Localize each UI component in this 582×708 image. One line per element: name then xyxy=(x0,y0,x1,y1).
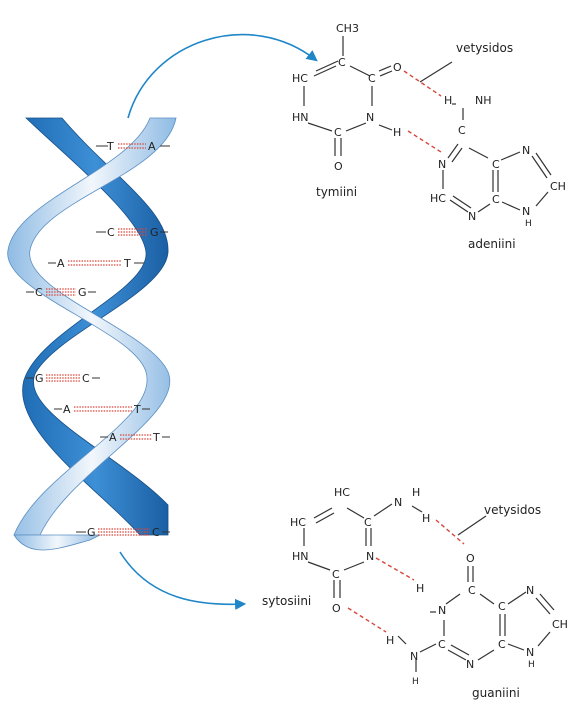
arrow-to-top-pair xyxy=(127,33,318,119)
atom-h: H xyxy=(416,582,424,595)
atom-c: C xyxy=(334,126,342,139)
atom-c: C xyxy=(438,638,446,651)
atom-n: N xyxy=(468,210,476,223)
thymine-adenine-pair: CH3 C HC C O HN N C O H H NH C N C N CH … xyxy=(292,22,566,251)
base-label-t: T xyxy=(133,403,141,416)
base-label-t: T xyxy=(106,140,114,153)
atom-c: C xyxy=(468,584,476,597)
cytosine-guanine-pair: HC N H HC C H HN N C O O H C N C N CH H … xyxy=(262,486,568,700)
atom-h: H xyxy=(412,677,419,687)
label-guanine: guaniini xyxy=(472,686,520,700)
atom-n: N xyxy=(410,650,418,663)
atom-n: N xyxy=(438,158,446,171)
rung-6: A T xyxy=(54,403,150,416)
atom-n: N xyxy=(526,584,534,597)
dna-helix xyxy=(7,117,177,551)
label-hydrogen-bond-bottom: vetysidos xyxy=(484,503,541,517)
atom-c: C xyxy=(368,72,376,85)
base-label-a: A xyxy=(109,431,117,444)
rung-4: C G xyxy=(26,286,96,299)
base-label-a: A xyxy=(63,403,71,416)
atom-n: N xyxy=(526,646,534,659)
atom-n: N xyxy=(522,144,530,157)
atom-o: O xyxy=(332,602,341,615)
atom-c: C xyxy=(338,56,346,69)
atom-hc: HC xyxy=(292,72,308,85)
atom-hc: HC xyxy=(334,486,350,499)
atom-c: C xyxy=(332,568,340,581)
atom-hc: HC xyxy=(290,516,306,529)
atom-h: H xyxy=(412,486,420,499)
atom-h: H xyxy=(528,660,535,670)
rung-7: A T xyxy=(100,431,170,444)
atom-c: C xyxy=(492,158,500,171)
base-label-g: G xyxy=(150,226,159,239)
base-label-c: C xyxy=(152,526,160,539)
base-pair-rungs: T A C G A T C G xyxy=(26,140,170,539)
atom-h: H xyxy=(386,634,394,647)
label-thymine: tymiini xyxy=(316,185,357,199)
atom-ch: CH xyxy=(550,180,566,193)
atom-o: O xyxy=(334,160,343,173)
base-label-c: C xyxy=(82,372,90,385)
label-hydrogen-bond-top: vetysidos xyxy=(456,41,513,55)
atom-n: N xyxy=(366,111,374,124)
atom-c: C xyxy=(498,600,506,613)
atom-o: O xyxy=(393,61,402,74)
atom-c: C xyxy=(492,193,500,206)
atom-n: N xyxy=(522,205,530,218)
atom-n: NH xyxy=(475,94,492,107)
atom-hn: HN xyxy=(292,111,309,124)
atom-n: N xyxy=(438,604,446,617)
base-label-c: C xyxy=(35,286,43,299)
base-label-g: G xyxy=(87,526,96,539)
label-cytosine: sytosiini xyxy=(262,594,311,608)
rung-5: G C xyxy=(26,372,100,385)
atom-c: C xyxy=(458,124,466,137)
label-adenine: adeniini xyxy=(468,237,516,251)
helix-strand-front xyxy=(7,117,177,536)
atom-ch: CH xyxy=(552,618,568,631)
arrow-to-bottom-pair xyxy=(119,551,247,610)
base-label-t: T xyxy=(152,431,160,444)
atom-c: C xyxy=(498,638,506,651)
atom-n: N xyxy=(394,496,402,509)
atom-hn: HN xyxy=(292,550,309,563)
helix-strand-back xyxy=(22,117,169,536)
base-label-g: G xyxy=(78,286,87,299)
base-label-c: C xyxy=(107,226,115,239)
methyl-group: CH3 xyxy=(336,22,359,35)
atom-h: H xyxy=(422,512,430,525)
rung-3: A T xyxy=(48,257,144,270)
rung-2: C G xyxy=(96,226,168,239)
atom-h: H xyxy=(525,219,532,229)
base-label-a: A xyxy=(57,257,65,270)
atom-h: H xyxy=(393,126,401,139)
rung-1: T A xyxy=(96,140,170,153)
base-label-t: T xyxy=(123,257,131,270)
atom-o: O xyxy=(466,552,475,565)
rung-8: G C xyxy=(76,526,170,539)
atom-n: N xyxy=(466,658,474,671)
atom-h: H xyxy=(444,94,452,107)
helix-tail xyxy=(13,534,101,551)
atom-n: N xyxy=(366,550,374,563)
atom-hc: HC xyxy=(430,192,446,205)
base-label-g: G xyxy=(35,372,44,385)
base-label-a: A xyxy=(148,140,156,153)
atom-c: C xyxy=(364,516,372,529)
